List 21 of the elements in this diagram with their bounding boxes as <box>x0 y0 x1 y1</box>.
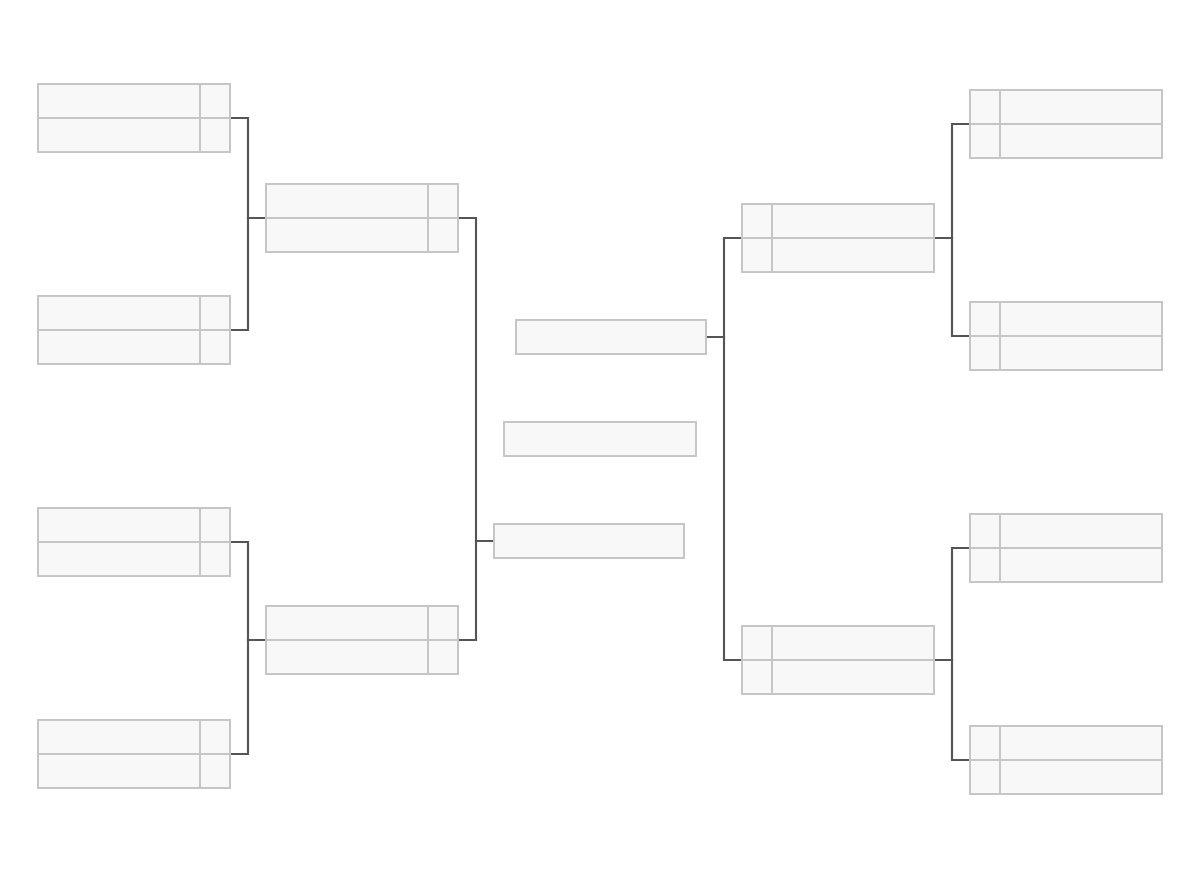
bracket-line <box>707 335 741 662</box>
match-box <box>968 725 1164 795</box>
match-box <box>36 83 232 153</box>
bracket-line <box>459 539 493 642</box>
match-box <box>36 507 232 577</box>
bracket-line <box>935 236 969 338</box>
match-box <box>264 605 460 675</box>
match-box <box>968 89 1164 159</box>
result-box <box>493 523 685 559</box>
match-box <box>968 301 1164 371</box>
bracket-line <box>935 658 969 762</box>
bracket-line <box>231 216 265 332</box>
match-box <box>36 719 232 789</box>
result-box <box>515 319 707 355</box>
bracket-line <box>231 638 265 756</box>
match-box <box>968 513 1164 583</box>
result-box <box>503 421 697 457</box>
match-box <box>36 295 232 365</box>
match-box <box>264 183 460 253</box>
match-box <box>740 203 936 273</box>
match-box <box>740 625 936 695</box>
